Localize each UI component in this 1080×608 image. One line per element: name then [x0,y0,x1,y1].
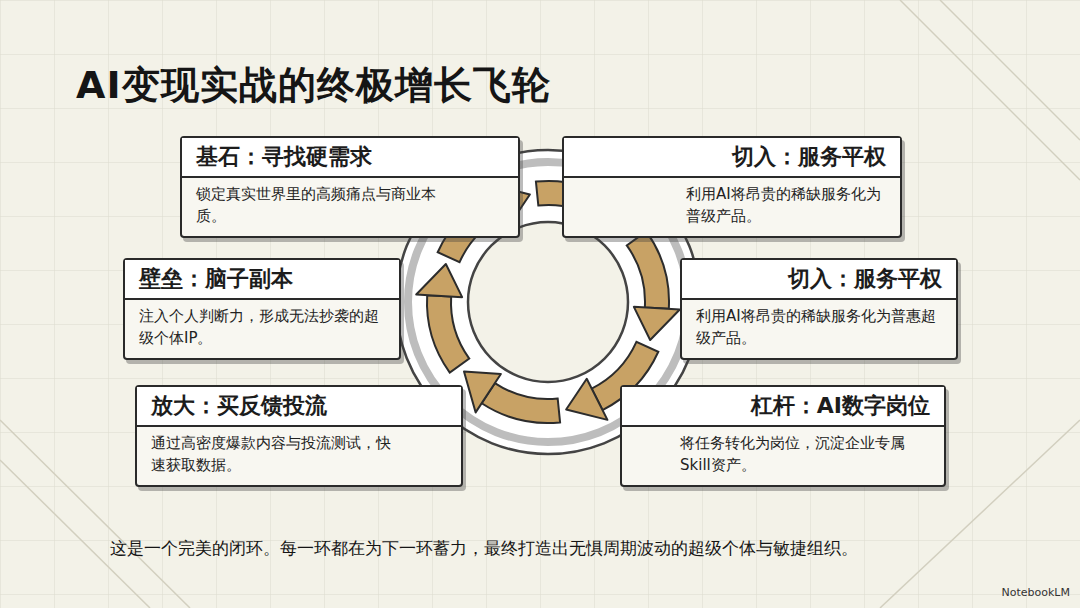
stage-box: 放大：买反馈投流通过高密度爆款内容与投流测试，快速获取数据。 [135,385,463,487]
stage-box: 杠杆：AI数字岗位将任务转化为岗位，沉淀企业专属Skill资产。 [620,385,946,487]
caption: 这是一个完美的闭环。每一环都在为下一环蓄力，最终打造出无惧周期波动的超级个体与敏… [110,538,858,560]
stage-heading: 切入：服务平权 [564,138,900,178]
stage-heading: 壁垒：脑子副本 [125,260,399,300]
stage-heading: 杠杆：AI数字岗位 [622,387,944,427]
stage-description: 利用AI将昂贵的稀缺服务化为普级产品。 [672,178,900,236]
cycle-arrow [627,231,669,308]
watermark: NotebookLM [1002,586,1070,599]
cycle-arrow [482,383,560,423]
stage-box: 切入：服务平权利用AI将昂贵的稀缺服务化为普级产品。 [562,136,902,238]
stage-description: 锁定真实世界里的高频痛点与商业本质。 [182,178,460,236]
stage-description: 将任务转化为岗位，沉淀企业专属Skill资产。 [666,427,944,485]
arrow-head [464,371,501,412]
stage-description: 通过高密度爆款内容与投流测试，快速获取数据。 [137,427,415,485]
stage-box: 切入：服务平权利用AI将昂贵的稀缺服务化为普惠超级产品。 [680,258,958,360]
stage-heading: 放大：买反馈投流 [137,387,461,427]
stage-description: 注入个人判断力，形成无法抄袭的超级个体IP。 [125,300,399,358]
stage-box: 基石：寻找硬需求锁定真实世界里的高频痛点与商业本质。 [180,136,520,238]
stage-box: 壁垒：脑子副本注入个人判断力，形成无法抄袭的超级个体IP。 [123,258,401,360]
stage-heading: 切入：服务平权 [682,260,956,300]
stage-heading: 基石：寻找硬需求 [182,138,518,178]
arrow-head [566,379,607,420]
cycle-arrow [427,295,469,372]
arrow-head [416,264,462,297]
stage-description: 利用AI将昂贵的稀缺服务化为普惠超级产品。 [682,300,956,358]
ring-inner [468,222,628,382]
arrow-head [634,307,680,340]
title: AI变现实战的终极增长飞轮 [76,60,551,111]
